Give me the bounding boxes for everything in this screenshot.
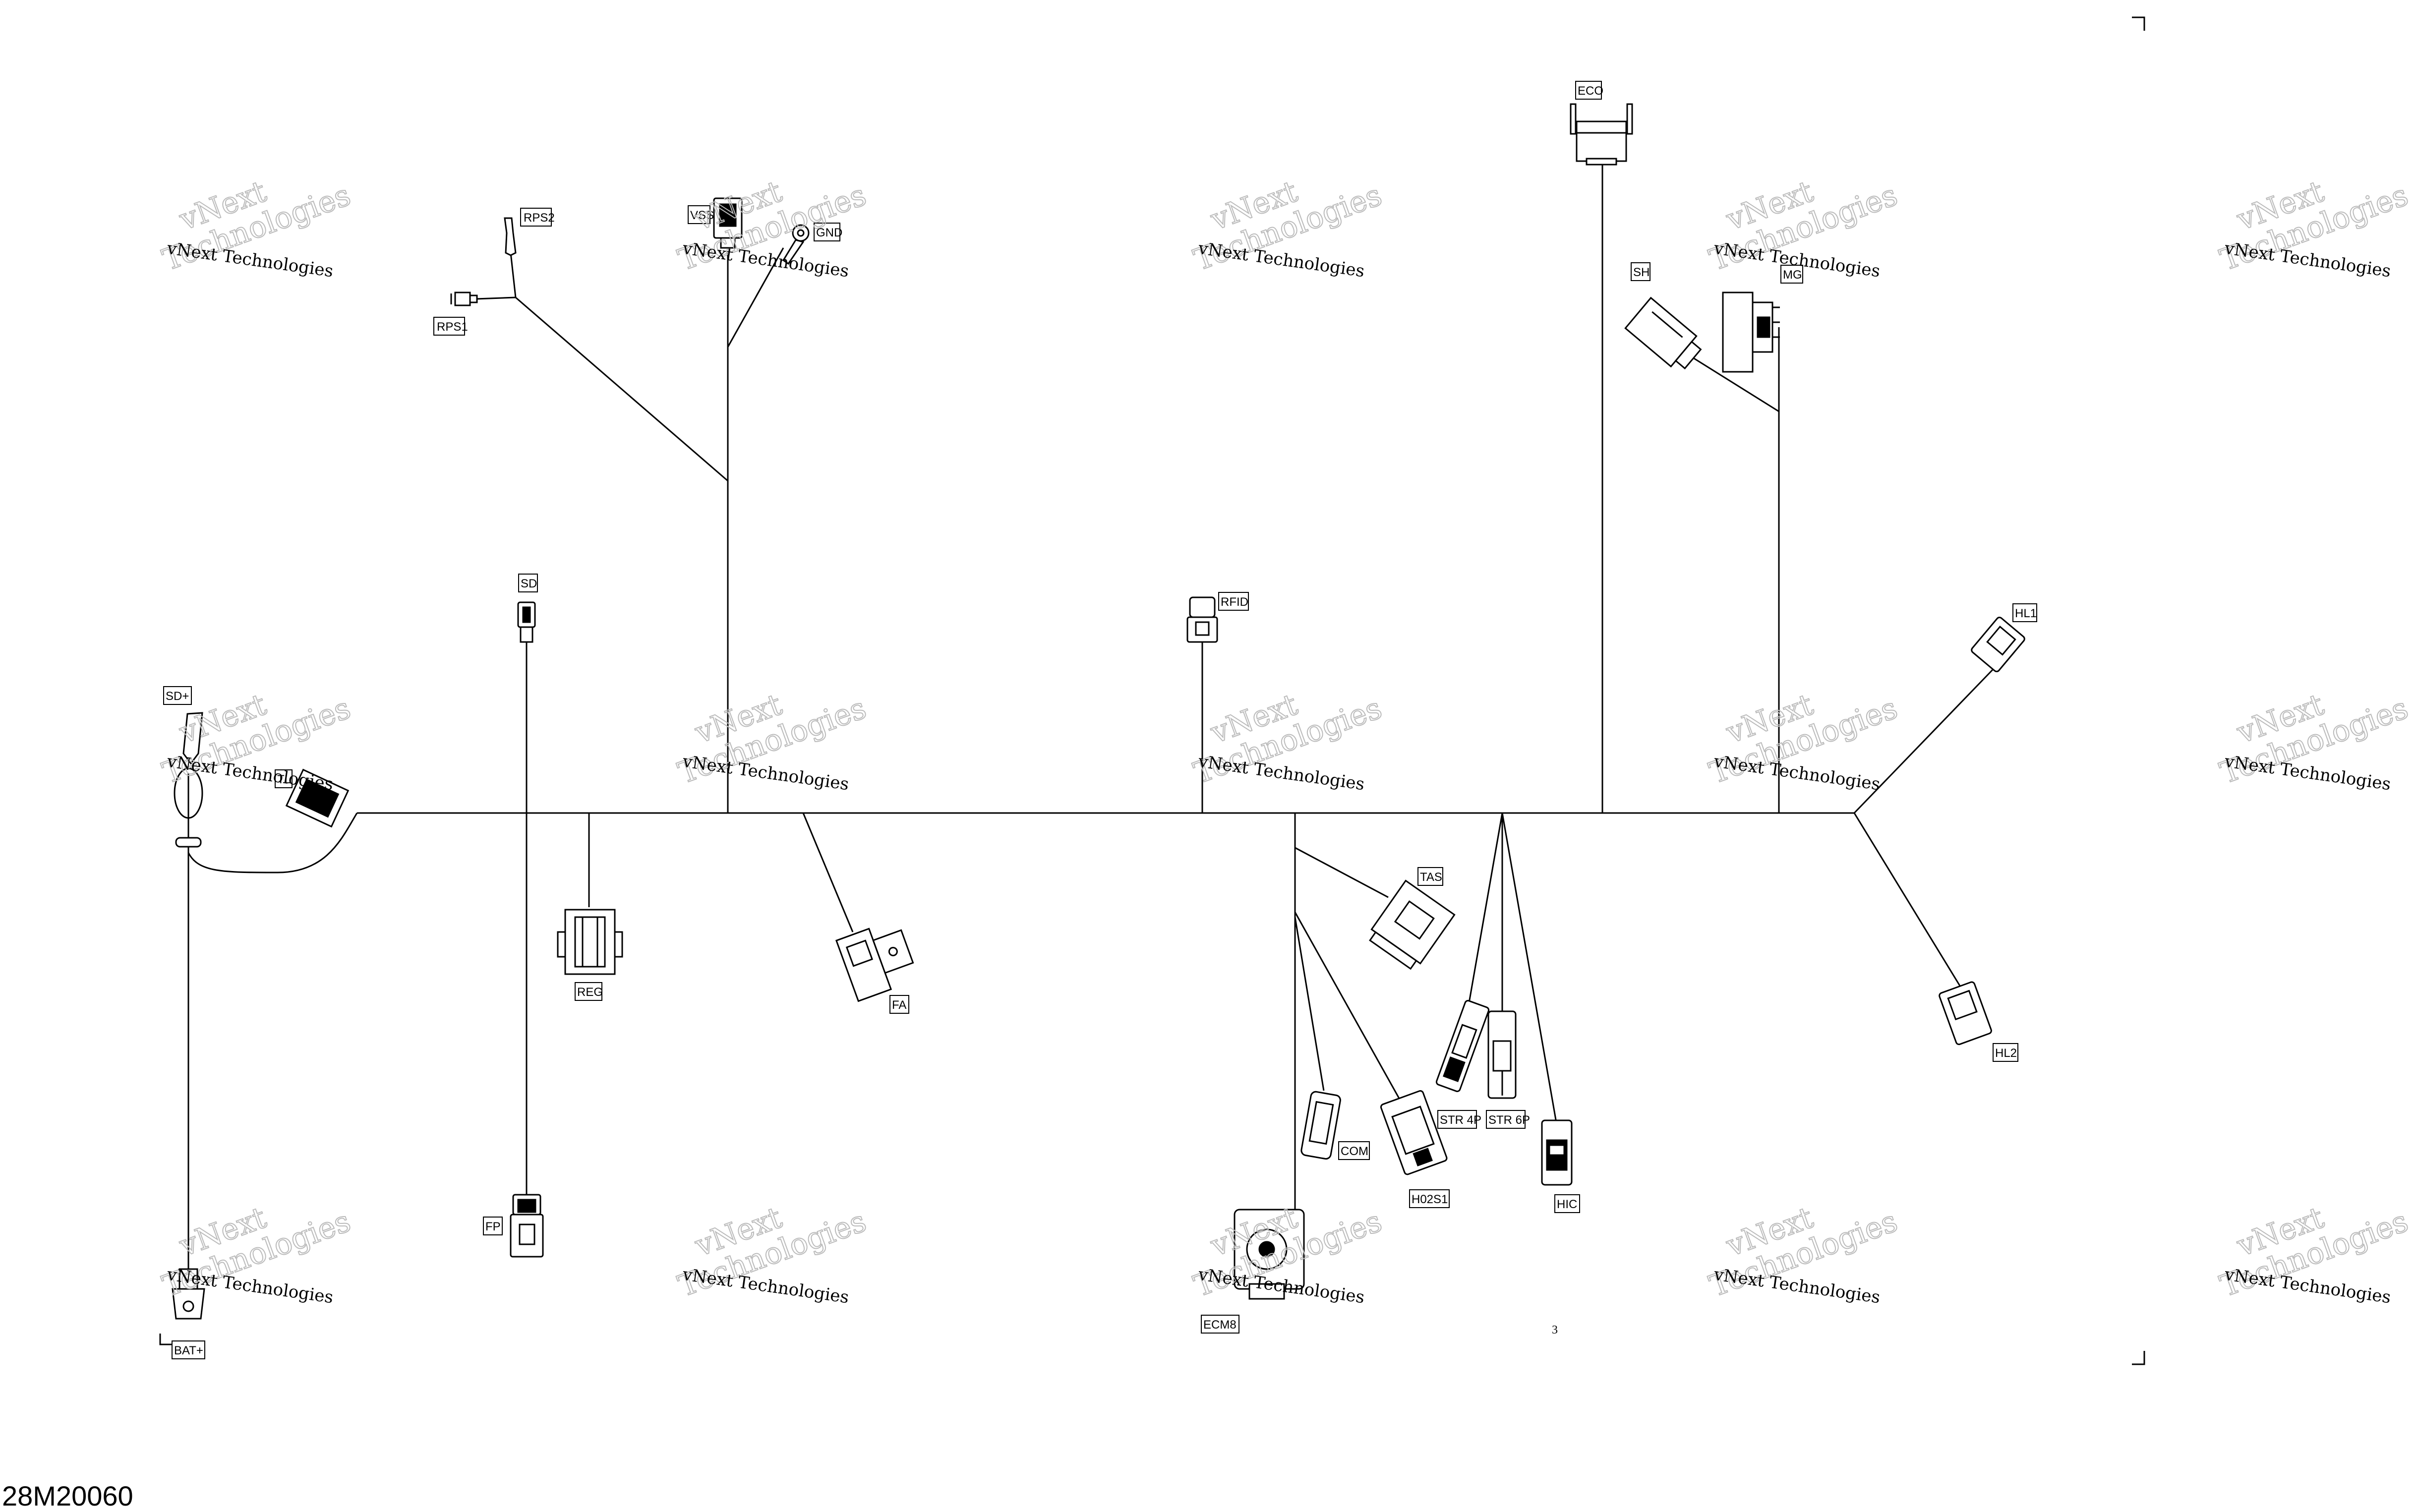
label-rps2: RPS2 (520, 208, 555, 227)
str4p-connector-symbol (1435, 1000, 1490, 1092)
svg-text:MG: MG (1783, 268, 1802, 282)
label-mg: MG (1780, 265, 1803, 284)
svg-text:TL: TL (277, 773, 291, 786)
svg-text:COM: COM (1341, 1145, 1368, 1158)
connector-symbols (172, 103, 2025, 1320)
com-connector-symbol (1300, 1091, 1341, 1160)
label-com: COM (1338, 1141, 1370, 1160)
label-sd: SD (518, 574, 538, 592)
eco-connector-symbol (1570, 103, 1633, 166)
sd-connector-symbol (517, 601, 536, 643)
batplus-terminal-symbol (172, 1268, 205, 1320)
label-hl2: HL2 (1993, 1043, 2018, 1062)
hl2-connector-symbol (1939, 981, 1992, 1046)
label-h02s1: H02S1 (1409, 1189, 1450, 1208)
svg-text:SD: SD (521, 577, 537, 590)
fp-connector-symbol (510, 1194, 544, 1258)
svg-text:ECM8: ECM8 (1203, 1318, 1237, 1332)
svg-text:TAS: TAS (1420, 871, 1442, 884)
rps2-connector-symbol (504, 217, 517, 256)
crop-marks (159, 16, 2145, 1365)
rfid-connector-symbol (1186, 596, 1218, 643)
tas-connector-symbol (1369, 879, 1456, 970)
svg-text:HL2: HL2 (1995, 1047, 2017, 1060)
svg-text:FA: FA (892, 998, 906, 1012)
label-tas: TAS (1417, 867, 1443, 886)
svg-text:RPS1: RPS1 (437, 320, 468, 334)
svg-text:GND: GND (816, 226, 842, 239)
label-fa: FA (889, 995, 909, 1014)
svg-text:ECO: ECO (1578, 84, 1603, 98)
reg-connector-symbol (557, 909, 623, 975)
label-sdplus: SD+ (163, 686, 192, 705)
svg-text:BAT+: BAT+ (174, 1344, 203, 1357)
ecm8-connector-symbol (1234, 1209, 1305, 1300)
label-str6p: STR 6P (1486, 1110, 1530, 1129)
svg-text:STR 4P: STR 4P (1440, 1113, 1481, 1127)
hic-connector-symbol (1541, 1119, 1573, 1186)
svg-text:SD+: SD+ (166, 690, 189, 703)
svg-text:FP: FP (485, 1220, 501, 1233)
label-rfid: RFID (1218, 592, 1249, 611)
label-batplus: BAT+ (172, 1340, 205, 1359)
label-rps1: RPS1 (433, 317, 468, 336)
drawing-code: 28M20060 (2, 1480, 133, 1512)
page-number: 3 (1552, 1324, 1558, 1337)
vss-connector-symbol (713, 197, 743, 249)
mg-connector-symbol (1722, 291, 1780, 373)
harness-wires (187, 164, 1994, 1269)
label-sh: SH (1631, 262, 1650, 281)
label-gnd: GND (814, 223, 842, 241)
label-eco: ECO (1575, 81, 1603, 100)
sh-connector-symbol (1624, 296, 1702, 370)
str6p-connector-symbol (1487, 1010, 1517, 1099)
svg-text:HIC: HIC (1557, 1198, 1577, 1211)
svg-text:STR 6P: STR 6P (1488, 1113, 1530, 1127)
svg-text:H02S1: H02S1 (1412, 1193, 1448, 1206)
svg-text:HL1: HL1 (2015, 607, 2037, 620)
fa-connector-symbol (835, 928, 914, 1002)
svg-text:VSS: VSS (690, 209, 714, 222)
svg-text:RFID: RFID (1221, 595, 1248, 609)
label-vss: VSS (688, 205, 714, 224)
label-hl1: HL1 (2012, 603, 2037, 622)
rps1-connector-symbol (450, 291, 478, 306)
label-str4p: STR 4P (1437, 1110, 1481, 1129)
svg-text:REG: REG (577, 986, 603, 999)
label-tl: TL (275, 769, 293, 788)
svg-text:RPS2: RPS2 (524, 211, 555, 225)
label-reg: REG (575, 982, 603, 1001)
connector-labels: RPS2 RPS1 VSS GND ECO SH MG SD (163, 81, 2037, 1359)
label-ecm8: ECM8 (1201, 1315, 1239, 1334)
sdplus-terminal-symbol (174, 712, 203, 848)
label-hic: HIC (1554, 1194, 1580, 1213)
tl-connector-symbol (285, 768, 350, 828)
label-fp: FP (483, 1217, 503, 1235)
gnd-ring-terminal-symbol (782, 224, 810, 265)
h02s1-connector-symbol (1380, 1090, 1448, 1175)
svg-text:SH: SH (1633, 266, 1650, 279)
hl1-connector-symbol (1971, 616, 2025, 673)
